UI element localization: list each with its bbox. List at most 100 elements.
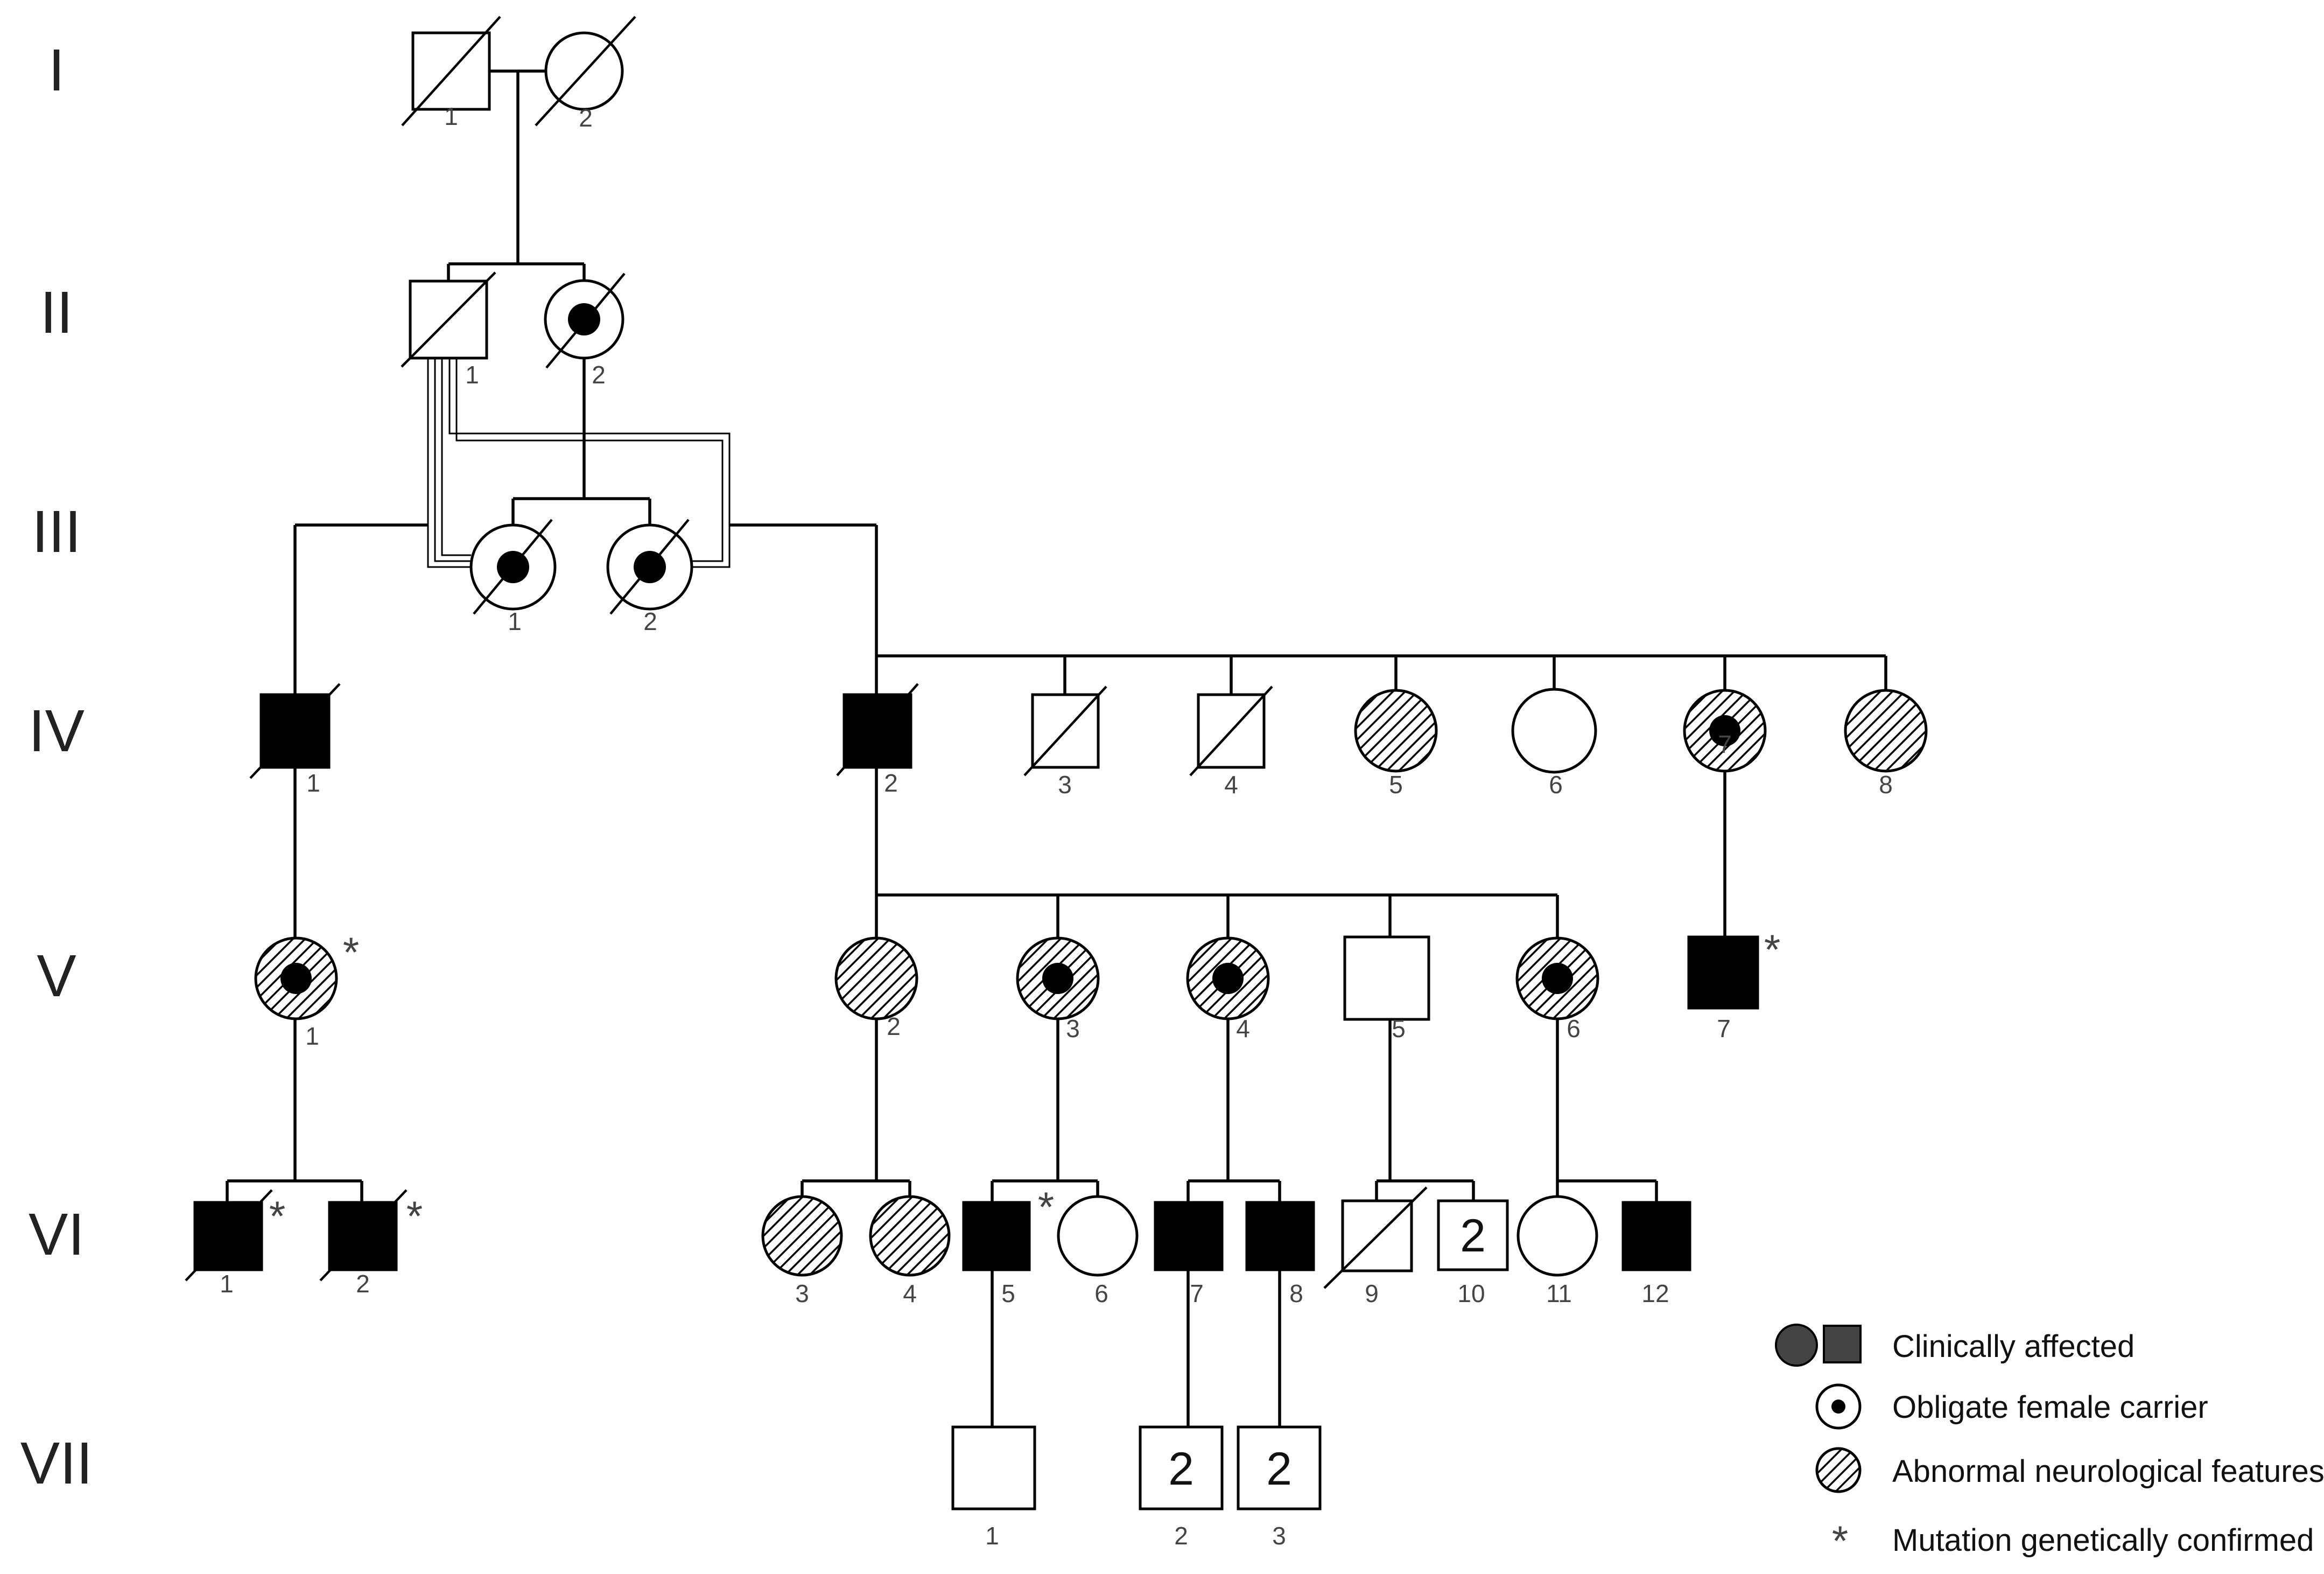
individual-IV-8[interactable] [1844,689,1928,773]
legend-affected-symbols [1775,1324,1862,1367]
individual-label-V-4: 4 [1236,1015,1250,1043]
individual-VI-12[interactable] [1621,1201,1691,1271]
individual-label-IV-7: 7 [1718,730,1732,758]
generation-label-III: III [32,499,81,565]
legend-carrier-symbol [1815,1383,1862,1430]
individual-label-IV-2: 2 [884,769,898,797]
confirmed-mark-VI-1: * [269,1192,285,1240]
individual-label-IV-3: 3 [1058,771,1072,799]
generation-label-VI: VI [29,1201,85,1268]
individual-label-VI-10: 10 [1457,1279,1485,1307]
individual-II-1[interactable] [401,271,496,368]
confirmed-mark-VI-2: * [406,1192,423,1240]
individual-V-2[interactable] [834,936,918,1020]
individual-V-7[interactable] [1687,935,1759,1010]
consanguinity-line-top-outer [448,358,731,568]
generation-label-II: II [40,279,73,346]
individual-label-III-1: 1 [508,607,522,635]
individual-V-6[interactable] [1515,936,1599,1020]
individual-label-IV-8: 8 [1879,771,1893,799]
legend-affected-label: Clinically affected [1892,1329,2135,1364]
sibship-count-VI-10: 2 [1460,1210,1486,1262]
legend: Clinically affected Obligate female carr… [1775,1324,2324,1564]
individual-VI-5[interactable] [962,1201,1031,1271]
individual-III-1[interactable] [469,519,557,615]
consanguinity-line-top-inner [455,358,724,562]
individual-label-IV-4: 4 [1224,771,1238,799]
consanguinity-line-left-inner [434,358,471,562]
individual-VII-1[interactable] [951,1425,1036,1510]
individual-label-VI-6: 6 [1094,1279,1108,1307]
individual-V-5[interactable] [1343,935,1430,1021]
individual-I-2[interactable] [535,16,636,127]
individual-VI-2[interactable] [319,1189,408,1282]
individual-label-VI-9: 9 [1365,1279,1379,1307]
individual-label-VI-8: 8 [1289,1279,1303,1307]
individual-VI-7[interactable] [1154,1201,1224,1271]
individual-V-3[interactable] [1016,936,1100,1020]
individual-VI-6[interactable] [1057,1195,1139,1277]
individual-VII-3[interactable]: 2 [1237,1425,1322,1510]
legend-carrier-label: Obligate female carrier [1892,1390,2208,1425]
individual-label-VI-3: 3 [795,1279,809,1307]
individual-label-I-1: 1 [444,102,458,130]
individual-IV-7[interactable] [1683,689,1767,773]
individual-label-IV-5: 5 [1389,771,1403,799]
individual-label-V-7: 7 [1717,1015,1731,1043]
individual-IV-2[interactable] [836,683,919,776]
individual-IV-5[interactable] [1354,689,1438,773]
individual-label-I-2: 2 [579,104,593,132]
individual-label-II-2: 2 [592,361,606,389]
individual-VI-1[interactable] [185,1189,273,1282]
individual-VI-9[interactable] [1323,1186,1428,1289]
individual-label-VII-2: 2 [1174,1522,1188,1550]
consanguinity-line-left-core [441,358,471,556]
individual-V-1[interactable] [254,936,338,1020]
generation-label-I: I [48,37,65,103]
individual-IV-1[interactable] [249,683,341,779]
individual-IV-3[interactable] [1023,685,1107,776]
individual-label-VI-11: 11 [1546,1279,1572,1307]
individual-label-V-5: 5 [1392,1015,1406,1043]
generation-label-V: V [37,943,76,1009]
individual-label-IV-6: 6 [1549,771,1563,799]
individual-label-V-3: 3 [1066,1015,1080,1043]
individual-label-IV-1: 1 [306,769,320,797]
individual-III-2[interactable] [606,519,693,615]
individual-IV-6[interactable] [1511,688,1597,774]
individual-label-II-1: 1 [465,361,479,389]
individual-VI-8[interactable] [1245,1201,1315,1271]
individual-label-V-1: 1 [305,1022,319,1050]
individual-label-VI-1: 1 [220,1270,234,1298]
individual-II-2[interactable] [544,272,626,369]
confirmed-mark-V-7: * [1764,926,1780,973]
individual-label-VII-1: 1 [985,1522,999,1550]
individual-I-1[interactable] [401,16,501,127]
individual-label-V-2: 2 [887,1012,901,1040]
confirmed-mark-VI-5: * [1038,1183,1054,1230]
consanguinity-line-left-outer [427,358,471,568]
sibship-count-VII-3: 2 [1266,1443,1292,1495]
individual-IV-4[interactable] [1189,685,1273,776]
individual-label-VI-4: 4 [903,1279,917,1307]
individual-label-V-6: 6 [1567,1015,1581,1043]
legend-confirmed-label: Mutation genetically confirmed [1892,1523,2314,1558]
confirmed-mark-V-1: * [343,928,359,976]
individual-VI-10[interactable]: 2 [1437,1199,1509,1271]
legend-confirmed-symbol: * [1832,1517,1848,1564]
individual-label-VI-7: 7 [1190,1279,1204,1307]
sibship-count-VII-2: 2 [1168,1443,1194,1495]
legend-neuro-symbol [1815,1447,1862,1493]
individual-label-VI-5: 5 [1001,1279,1015,1307]
generation-label-VII: VII [20,1430,93,1496]
individual-label-VI-12: 12 [1641,1279,1669,1307]
individual-VI-11[interactable] [1516,1195,1598,1277]
individual-label-VII-3: 3 [1272,1522,1286,1550]
generation-label-IV: IV [29,698,85,764]
individual-VII-2[interactable]: 2 [1139,1425,1224,1510]
individual-label-VI-2: 2 [356,1270,370,1298]
individual-V-4[interactable] [1186,936,1270,1020]
individual-VI-3[interactable] [761,1195,843,1277]
individual-VI-4[interactable] [869,1195,951,1277]
